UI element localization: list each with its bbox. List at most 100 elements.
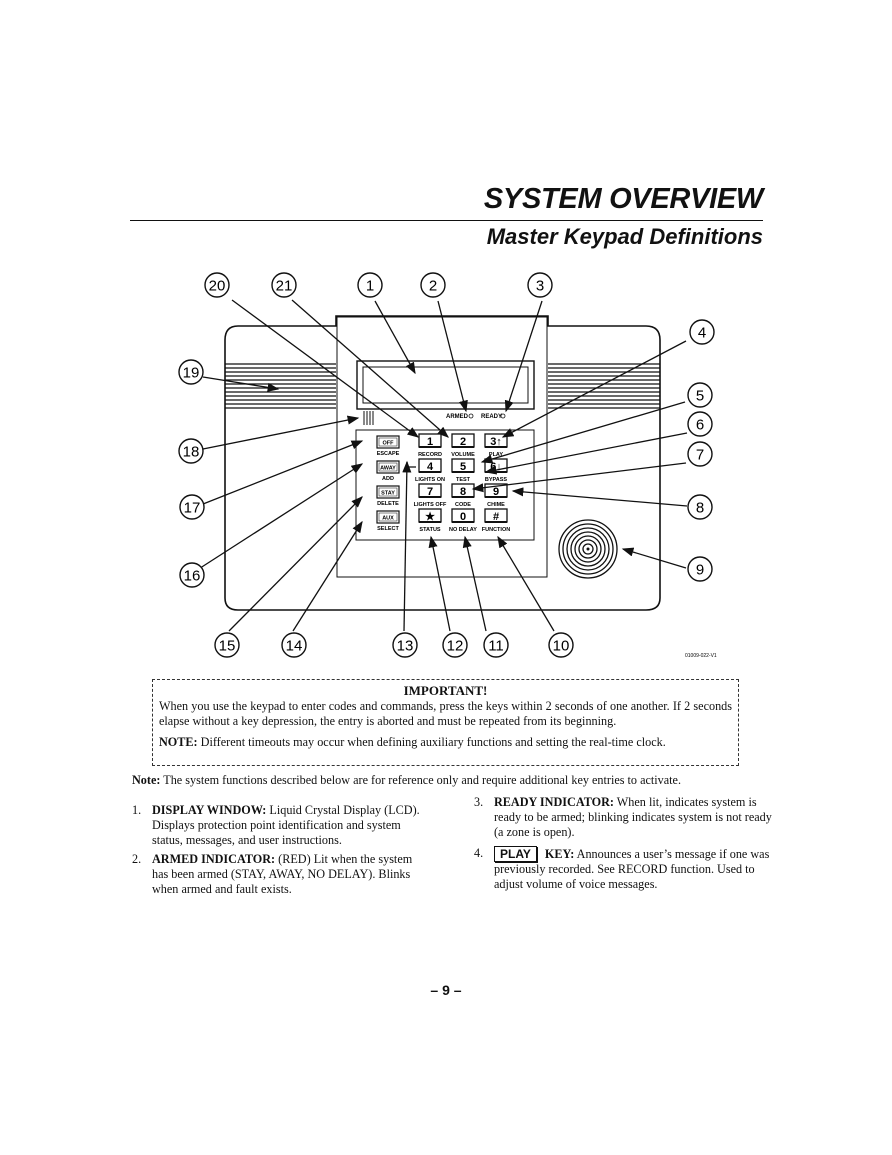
leader-line xyxy=(228,496,363,632)
reference-note: Note: The system functions described bel… xyxy=(132,773,772,788)
callout-number: 6 xyxy=(696,417,704,434)
important-title: IMPORTANT! xyxy=(403,683,488,698)
callout-number: 4 xyxy=(698,325,706,342)
callout-14: 14 xyxy=(281,632,307,658)
keypad-key-aux[interactable]: AUX SELECT xyxy=(376,510,400,532)
callout-number: 1 xyxy=(366,278,374,295)
key-label: SELECT xyxy=(377,526,399,532)
key-label: CHIME xyxy=(487,502,505,508)
reference-note-text: The system functions described below are… xyxy=(160,773,682,787)
key-text: 3↑ xyxy=(490,436,502,448)
ready-indicator-led xyxy=(500,413,506,419)
key-label: ADD xyxy=(382,476,394,482)
keypad-key-12[interactable]: #FUNCTION xyxy=(482,508,510,533)
callout-8: 8 xyxy=(687,494,713,520)
key-text: 9 xyxy=(493,486,499,498)
important-box: IMPORTANT! When you use the keypad to en… xyxy=(152,679,739,766)
callout-number: 17 xyxy=(184,500,201,517)
callout-16: 16 xyxy=(179,562,205,588)
callout-3: 3 xyxy=(527,272,553,298)
leader-line xyxy=(501,340,687,438)
key-label: NO DELAY xyxy=(449,527,477,533)
definition-number: 1. xyxy=(132,803,142,817)
important-note: NOTE: Different timeouts may occur when … xyxy=(159,735,732,750)
callout-number: 19 xyxy=(183,365,200,382)
definitions-column-right: 3. READY INDICATOR: When lit, indicates … xyxy=(474,795,774,892)
leader-line xyxy=(197,415,360,451)
leader-line xyxy=(484,432,688,475)
leader-line xyxy=(291,299,449,438)
callout-20: 20 xyxy=(204,272,230,298)
callout-9: 9 xyxy=(687,556,713,582)
page-number: – 9 – xyxy=(430,982,462,998)
callout-15: 15 xyxy=(214,632,240,658)
key-text: 4 xyxy=(427,461,434,473)
page-subtitle: Master Keypad Definitions xyxy=(486,224,763,249)
key-text: ★ xyxy=(425,511,435,523)
leader-line xyxy=(497,535,555,632)
callout-number: 21 xyxy=(276,278,293,295)
leader-line xyxy=(292,520,363,632)
key-label: VOLUME xyxy=(451,452,475,458)
armed-indicator-led xyxy=(468,413,474,419)
key-label: STATUS xyxy=(419,527,441,533)
definition-text: Announces a user’s message if one was pr… xyxy=(494,847,770,891)
key-text: 1 xyxy=(427,436,433,448)
keypad-key-11[interactable]: 0 NO DELAY xyxy=(449,508,477,533)
definition-text: When lit, indicates system is ready to b… xyxy=(494,795,772,839)
leader-line xyxy=(462,535,487,632)
callout-21: 21 xyxy=(271,272,297,298)
key-label: TEST xyxy=(456,477,471,483)
speaker-grille xyxy=(558,519,618,579)
keypad-key-10[interactable]: ★ STATUS xyxy=(418,508,442,533)
important-note-text: Different timeouts may occur when defini… xyxy=(197,735,666,749)
definition-term: READY INDICATOR: xyxy=(494,795,614,809)
definition-number: 2. xyxy=(132,852,142,866)
leader-line xyxy=(402,460,412,632)
important-note-label: NOTE: xyxy=(159,735,198,749)
page-title: SYSTEM OVERVIEW xyxy=(483,183,763,215)
definition-item: 3. READY INDICATOR: When lit, indicates … xyxy=(474,795,774,840)
leader-line xyxy=(480,401,686,464)
callout-number: 13 xyxy=(397,638,414,655)
key-text: 5 xyxy=(460,461,466,473)
leader-line xyxy=(202,376,280,392)
definition-text: (RED) Lit when the system has been armed… xyxy=(152,852,413,896)
callout-number: 10 xyxy=(553,638,570,655)
key-text: 0 xyxy=(460,511,466,523)
leader-line xyxy=(428,535,451,632)
callout-2: 2 xyxy=(420,272,446,298)
reference-note-label: Note: xyxy=(132,773,161,787)
definition-number: 4. xyxy=(474,846,484,860)
callout-number: 2 xyxy=(429,278,437,295)
leader-line xyxy=(374,300,416,375)
callout-number: 5 xyxy=(696,388,704,405)
callout-number: 9 xyxy=(696,562,704,579)
key-label: ESCAPE xyxy=(377,451,400,457)
key-text: STAY xyxy=(381,491,395,497)
callout-13: 13 xyxy=(392,632,418,658)
key-label: FUNCTION xyxy=(482,527,510,533)
callout-12: 12 xyxy=(442,632,468,658)
callout-number: 18 xyxy=(183,444,200,461)
keypad-key-3[interactable]: 3↑PLAY xyxy=(484,433,508,458)
key-label: LIGHTS ON xyxy=(415,477,445,483)
callout-4: 4 xyxy=(689,319,715,345)
callout-7: 7 xyxy=(687,441,713,467)
definition-term: KEY: xyxy=(544,847,575,861)
key-text: AUX xyxy=(382,516,394,522)
leader-line xyxy=(197,440,364,507)
callout-number: 16 xyxy=(184,568,201,585)
key-label: CODE xyxy=(455,502,471,508)
armed-indicator-label: ARMED xyxy=(446,414,469,420)
